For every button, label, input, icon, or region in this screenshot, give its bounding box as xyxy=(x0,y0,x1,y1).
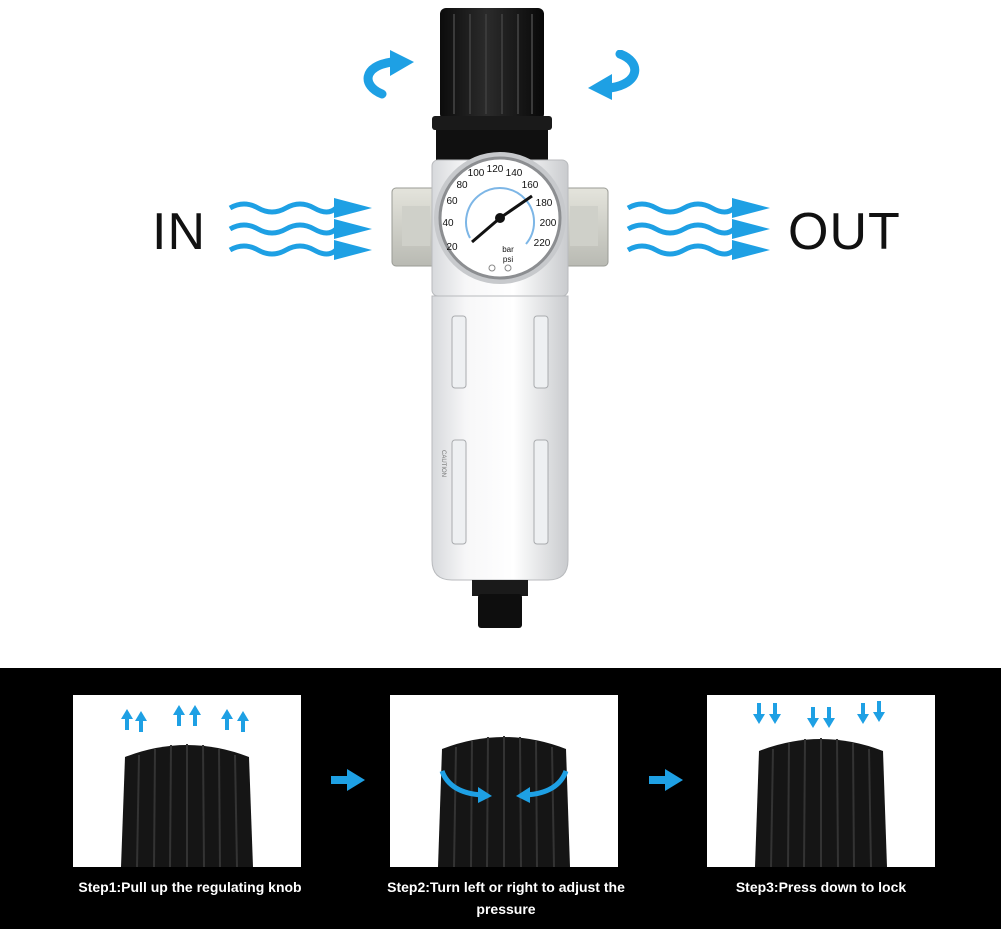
inlet-flow-arrows-icon xyxy=(228,198,372,260)
gauge-tick: 220 xyxy=(534,238,551,249)
gauge-tick: 20 xyxy=(446,242,458,253)
gauge-tick: 80 xyxy=(456,180,468,191)
gauge-tick: 40 xyxy=(442,218,454,229)
step-1-caption: Step1:Pull up the regulating knob xyxy=(78,879,302,895)
gauge-tick: 180 xyxy=(536,198,553,209)
rotate-right-icon xyxy=(588,50,640,100)
knob-turn-image xyxy=(438,736,570,867)
gauge-tick: 160 xyxy=(522,180,539,191)
next-step-arrow-icon xyxy=(649,769,683,791)
inlet-label: IN xyxy=(152,203,206,261)
gauge-tick: 140 xyxy=(506,168,523,179)
next-step-arrow-icon xyxy=(331,769,365,791)
rotate-left-icon xyxy=(363,50,414,99)
gauge-tick: 100 xyxy=(468,168,485,179)
instructions-band: Step1:Pull up the regulating knob Step2:… xyxy=(0,668,1001,929)
step-2-caption: Step2:Turn left or right to adjust the p… xyxy=(387,879,625,917)
gauge-tick: 60 xyxy=(446,196,458,207)
outlet-label: OUT xyxy=(788,203,901,261)
gauge-unit-bar: bar xyxy=(502,245,514,254)
step-3-caption: Step3:Press down to lock xyxy=(735,879,907,895)
product-diagram: IN OUT xyxy=(152,8,901,628)
step-3-panel xyxy=(707,695,935,867)
rotate-icon xyxy=(439,770,569,803)
arrow-down-icon xyxy=(753,701,885,728)
gauge-tick: 120 xyxy=(487,164,504,175)
arrow-up-icon xyxy=(121,705,249,732)
gauge-tick: 200 xyxy=(540,218,557,229)
knob-pull-up-image xyxy=(121,705,253,867)
outlet-flow-arrows-icon xyxy=(626,198,770,260)
gauge-unit-psi: psi xyxy=(503,255,513,264)
filter-regulator: 20 40 60 80 100 120 140 160 180 200 220 … xyxy=(391,8,609,628)
bowl-caution-text: CAUTION xyxy=(440,450,446,477)
step-1-panel xyxy=(73,695,301,867)
knob-press-down-image xyxy=(753,701,887,867)
step-2-panel xyxy=(390,695,618,867)
